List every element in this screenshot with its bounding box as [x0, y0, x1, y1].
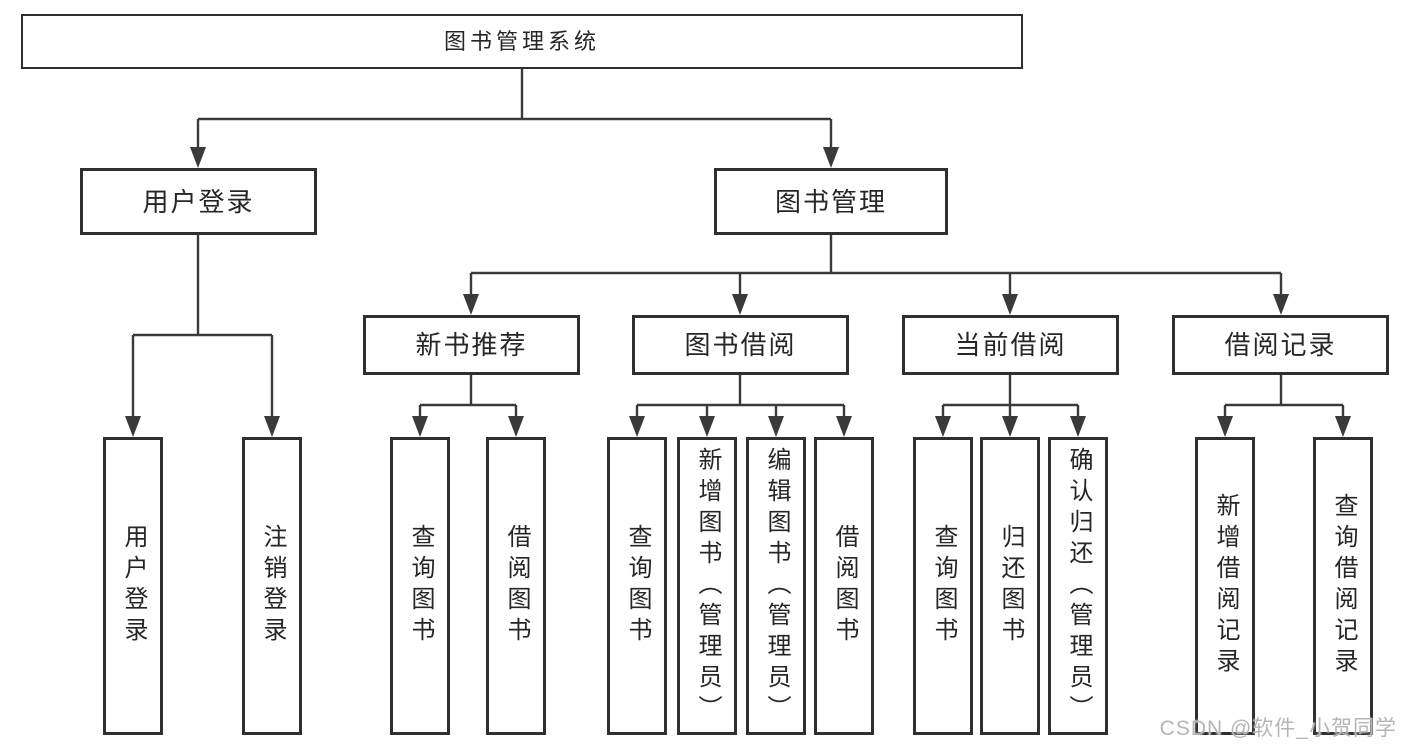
leaf-nbr-query-books: 查询图书	[390, 437, 450, 735]
node-borrow-records: 借阅记录	[1172, 315, 1389, 375]
node-book-borrow: 图书借阅	[632, 315, 849, 375]
leaf-cb-return-books: 归还图书	[980, 437, 1040, 735]
leaf-label: 借阅图书	[503, 524, 530, 648]
leaf-label: 查询图书	[624, 524, 651, 648]
leaf-label: 查询借阅记录	[1330, 493, 1357, 679]
node-current-borrow: 当前借阅	[902, 315, 1119, 375]
leaf-label: 新增图书（管理员）	[694, 446, 721, 726]
leaf-bb-add-books: 新增图书（管理员）	[677, 437, 737, 735]
leaf-label: 新增借阅记录	[1212, 493, 1239, 679]
node-root: 图书管理系统	[21, 14, 1023, 69]
node-user-login: 用户登录	[80, 168, 317, 235]
leaf-bb-query-books: 查询图书	[607, 437, 667, 735]
leaf-cb-query-books: 查询图书	[913, 437, 973, 735]
watermark: CSDN @软件_小贺同学	[1159, 717, 1397, 740]
leaf-br-query-record: 查询借阅记录	[1313, 437, 1373, 735]
node-new-book-recommend: 新书推荐	[363, 315, 580, 375]
leaf-label: 编辑图书（管理员）	[763, 446, 790, 726]
leaf-label: 查询图书	[407, 524, 434, 648]
leaf-cb-confirm-return: 确认归还（管理员）	[1048, 437, 1108, 735]
leaf-br-add-record: 新增借阅记录	[1195, 437, 1255, 735]
leaf-label: 查询图书	[930, 524, 957, 648]
leaf-bb-edit-books: 编辑图书（管理员）	[746, 437, 806, 735]
leaf-logout: 注销登录	[242, 437, 302, 735]
leaf-label: 借阅图书	[831, 524, 858, 648]
leaf-label: 确认归还（管理员）	[1065, 446, 1092, 726]
leaf-user-login: 用户登录	[103, 437, 163, 735]
leaf-bb-borrow-books: 借阅图书	[814, 437, 874, 735]
leaf-label: 归还图书	[997, 524, 1024, 648]
node-book-management: 图书管理	[714, 168, 948, 235]
leaf-label: 用户登录	[120, 524, 147, 648]
leaf-label: 注销登录	[259, 524, 286, 648]
leaf-nbr-borrow-books: 借阅图书	[486, 437, 546, 735]
